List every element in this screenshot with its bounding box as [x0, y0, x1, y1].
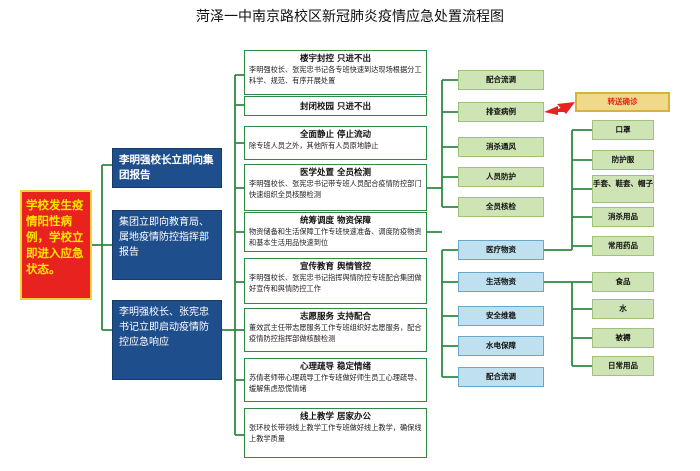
task-title: 全面静止 停止流动 — [300, 130, 371, 140]
medical-supply-disinfectant: 消杀用品 — [592, 207, 654, 227]
task-desc: 李明强校长、张宪忠书记指挥舆情防控专班配合集团做好宣传和舆情防控工作 — [249, 273, 422, 293]
task-desc: 物资储备和生活保障工作专班快速准备、调度防疫物资和基本生活用品快速到位 — [249, 227, 422, 247]
living-supply-food: 食品 — [592, 272, 654, 292]
task-title: 宣传教育 舆情管控 — [300, 262, 371, 272]
medical-step-screen: 排查病例 — [458, 102, 544, 122]
task-medical-testing: 医学处置 全员检测 李明强校长、张宪忠书记带专班人员配合疫情防控部门快速组织全员… — [244, 164, 427, 211]
connector-task-medical — [427, 79, 458, 208]
task-desc: 张环校长带领线上教学工作专班做好线上教学，确保线上教学质量 — [249, 423, 422, 443]
task-title: 统筹调度 物资保障 — [300, 216, 371, 226]
arrow-to-highlight — [544, 102, 575, 115]
medical-step-disinfect: 消杀通风 — [458, 137, 544, 157]
page-title: 菏泽一中南京路校区新冠肺炎疫情应急处置流程图 — [196, 9, 504, 25]
medical-supply-medicine: 常用药品 — [592, 236, 654, 256]
task-desc: 除专班人员之外，其他所有人员原地静止 — [249, 141, 379, 150]
highlight-transfer: 转送确诊 — [575, 92, 670, 112]
medical-supply-masks: 口罩 — [592, 120, 654, 140]
medical-step-trace: 配合流调 — [458, 70, 544, 90]
task-title: 心理疏导 稳定情绪 — [300, 362, 371, 372]
root-event-box: 学校发生疫情阳性病例，学校立即进入应急状态。 — [20, 190, 92, 300]
task-desc: 李明强校长、张宪忠书记各专班快速到达现场根据分工科学、规范、有序开展处置 — [249, 65, 422, 85]
medical-step-protection: 人员防护 — [458, 167, 544, 187]
connector-root-level1 — [92, 164, 112, 331]
medical-supply-suits: 防护服 — [592, 150, 654, 170]
level1-report-authorities: 集团立即向教育局、属地疫情防控指挥部报告 — [112, 210, 222, 280]
task-close-campus: 封闭校园 只进不出 — [244, 96, 427, 116]
medical-supply-gloves: 手套、鞋套、帽子 — [592, 175, 654, 203]
task-online-teaching: 线上教学 居家办公 张环校长带领线上教学工作专班做好线上教学，确保线上教学质量 — [244, 408, 427, 458]
supply-step-utilities: 水电保障 — [458, 336, 544, 356]
task-title: 线上教学 居家办公 — [300, 412, 371, 422]
task-title: 医学处置 全员检测 — [300, 168, 371, 178]
task-psych-counseling: 心理疏导 稳定情绪 苏倩老师带心理疏导工作专班做好师生员工心理疏导、缓解焦虑恐慌… — [244, 358, 427, 402]
supply-step-trace: 配合流调 — [458, 367, 544, 387]
task-full-stop: 全面静止 停止流动 除专班人员之外，其他所有人员原地静止 — [244, 126, 427, 160]
task-desc: 董效武主任带志愿服务工作专班组织好志愿服务，配合疫情防控指挥部做核酸检测 — [249, 323, 422, 343]
level1-start-response: 李明强校长、张宪忠书记立即启动疫情防控应急响应 — [112, 300, 222, 380]
medical-step-testing: 全员核检 — [458, 197, 544, 217]
living-supply-daily: 日常用品 — [592, 356, 654, 376]
connector-medical-supplies — [544, 129, 592, 251]
supply-step-living: 生活物资 — [458, 272, 544, 292]
living-supply-water: 水 — [592, 299, 654, 319]
task-title: 封闭校园 只进不出 — [300, 102, 371, 112]
task-desc: 李明强校长、张宪忠书记带专班人员配合疫情防控部门快速组织全员核酸检测 — [249, 179, 422, 199]
task-publicity-opinion: 宣传教育 舆情管控 李明强校长、张宪忠书记指挥舆情防控专班配合集团做好宣传和舆情… — [244, 258, 427, 304]
task-supply-dispatch: 统筹调度 物资保障 物资储备和生活保障工作专班快速准备、调度防疫物资和基本生活用… — [244, 212, 427, 252]
level1-report-group: 李明强校长立即向集团报告 — [112, 148, 222, 188]
living-supply-bedding: 被褥 — [592, 328, 654, 348]
task-volunteer-service: 志愿服务 支持配合 董效武主任带志愿服务工作专班组织好志愿服务，配合疫情防控指挥… — [244, 308, 427, 352]
connector-task-supply — [427, 231, 458, 378]
supply-step-security: 安全维稳 — [458, 306, 544, 326]
connector-living-supplies — [544, 281, 592, 367]
task-desc: 苏倩老师带心理疏导工作专班做好师生员工心理疏导、缓解焦虑恐慌情绪 — [249, 373, 422, 393]
connector-level1-tasks — [222, 74, 244, 436]
task-title: 志愿服务 支持配合 — [300, 312, 371, 322]
task-building-lockdown: 楼宇封控 只进不出 李明强校长、张宪忠书记各专班快速到达现场根据分工科学、规范、… — [244, 50, 427, 95]
supply-step-medical: 医疗物资 — [458, 240, 544, 260]
task-title: 楼宇封控 只进不出 — [300, 54, 371, 64]
